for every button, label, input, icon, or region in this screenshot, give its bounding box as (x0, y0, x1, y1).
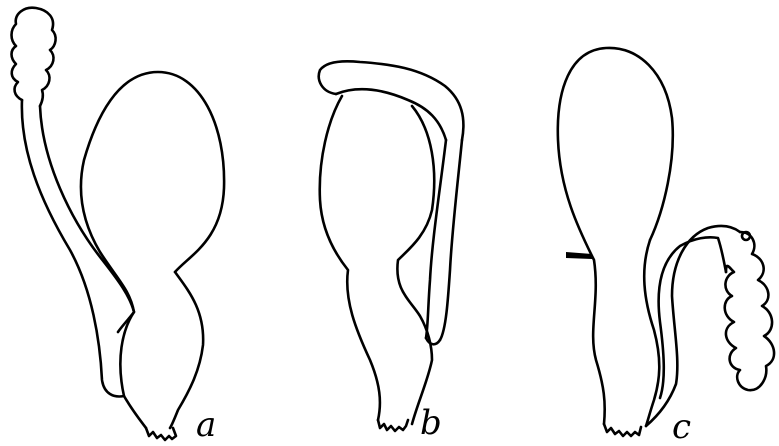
figure-c-coil-loop (742, 232, 750, 240)
figure-a-label: a (196, 405, 216, 445)
figure-b-tube-top-inner (336, 89, 446, 140)
figure-c-body (558, 48, 673, 424)
figure-a-tube-outer (22, 100, 124, 396)
figure-a: a (12, 8, 225, 445)
figure-c: c (558, 48, 774, 446)
figure-c-tube-inner (659, 237, 726, 398)
figure-c-mark (566, 252, 592, 259)
figure-c-base (604, 424, 641, 436)
figure-b-label: b (420, 403, 442, 443)
figure-b-base (378, 420, 408, 431)
figure-b-body (397, 106, 434, 424)
figure-b-tube-inner (426, 140, 446, 338)
figure-b-body-left (320, 96, 380, 420)
figure-a-base (146, 428, 176, 440)
figure-b: b (319, 61, 464, 443)
figure-c-body-right (644, 240, 659, 426)
figure-a-tube-coil (12, 8, 56, 106)
figure-c-label: c (672, 407, 691, 446)
figure-c-tube-coil (725, 232, 774, 390)
